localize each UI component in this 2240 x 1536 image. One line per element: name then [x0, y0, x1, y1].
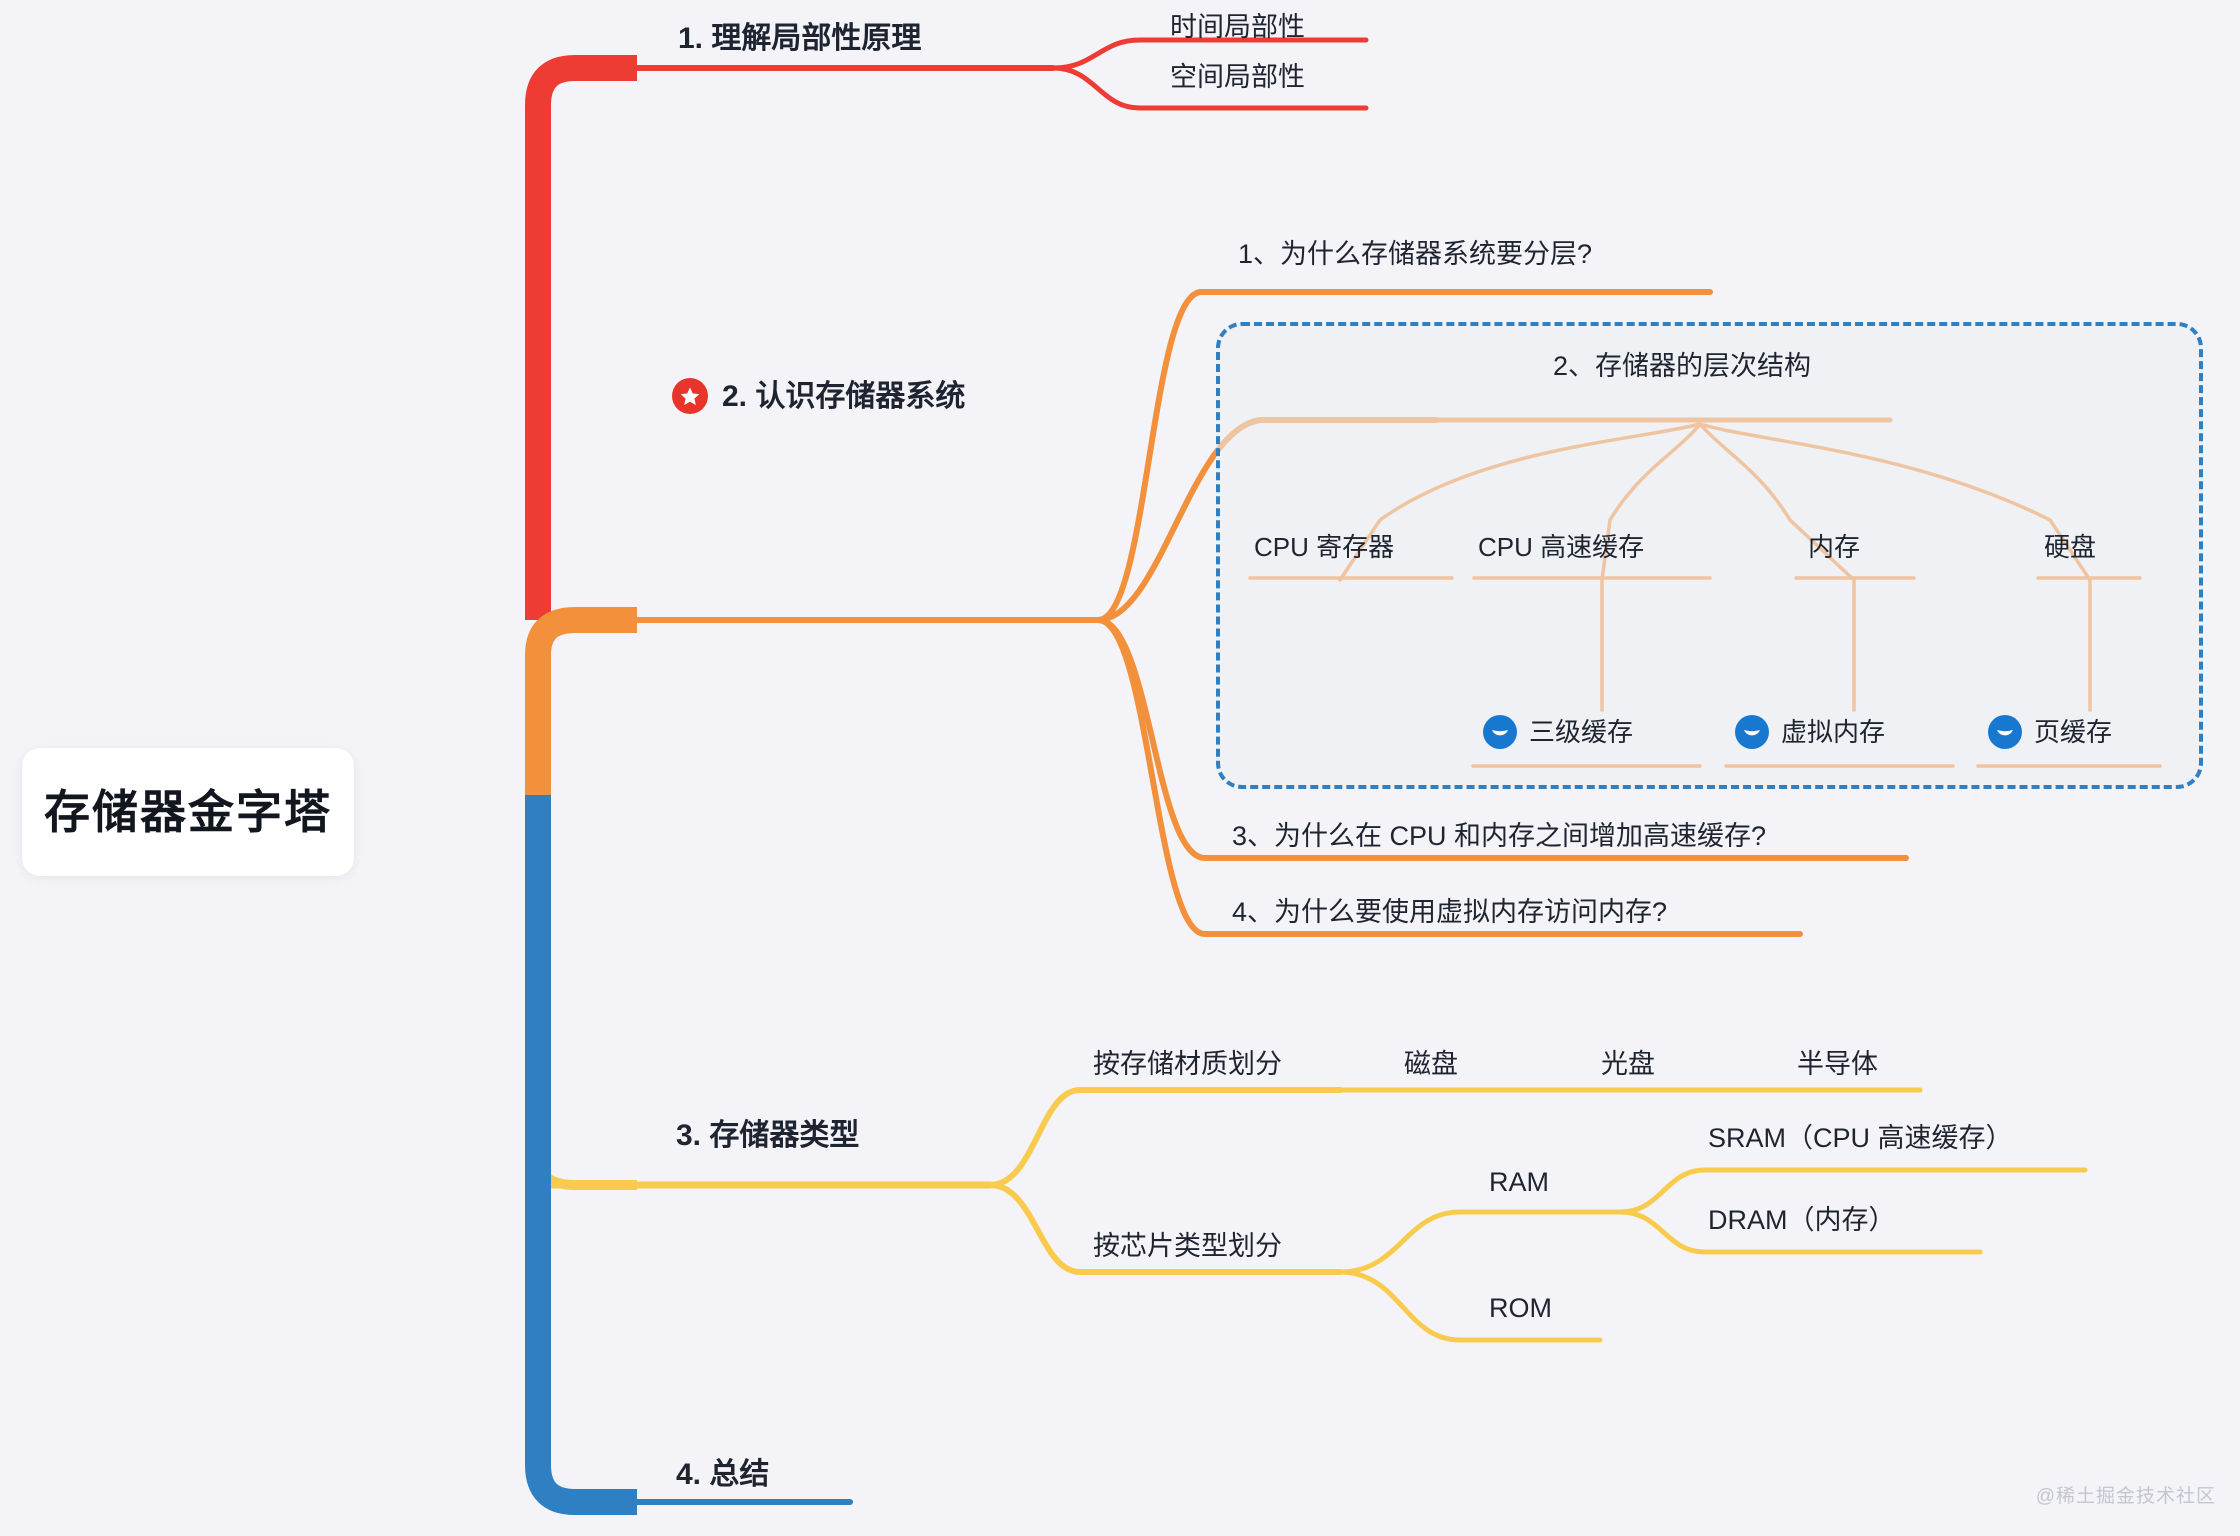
node-by-chip-type-label: 按芯片类型划分	[1093, 1231, 1282, 1261]
node-question-4[interactable]: 4、为什么要使用虚拟内存访问内存?	[1232, 897, 1668, 928]
root-node[interactable]: 存储器金字塔	[22, 748, 354, 876]
node-hierarchy-title-label: 2、存储器的层次结构	[1553, 351, 1812, 381]
wire-romchip	[1337, 1269, 1603, 1343]
node-by-material-label: 按存储材质划分	[1093, 1049, 1282, 1079]
node-cpu-register[interactable]: CPU 寄存器	[1254, 533, 1394, 562]
node-temporal-locality-label: 时间局部性	[1170, 12, 1305, 42]
hierarchy-group-box	[1216, 322, 2203, 789]
node-question-4-label: 4、为什么要使用虚拟内存访问内存?	[1232, 897, 1668, 927]
node-magnetic-disk-label: 磁盘	[1404, 1049, 1458, 1079]
node-virtual-memory-label: 虚拟内存	[1781, 716, 1886, 747]
node-ram-label: RAM	[1489, 1167, 1549, 1197]
branch-memory-types[interactable]: 3. 存储器类型	[676, 1119, 859, 1152]
node-optical-disc[interactable]: 光盘	[1601, 1049, 1655, 1080]
node-optical-disc-label: 光盘	[1601, 1049, 1655, 1079]
branch-summary[interactable]: 4. 总结	[676, 1458, 769, 1491]
node-virtual-memory[interactable]: 虚拟内存	[1735, 715, 1885, 749]
node-semiconductor[interactable]: 半导体	[1797, 1049, 1878, 1080]
node-sram-label: SRAM（CPU 高速缓存）	[1708, 1123, 2013, 1153]
node-l3-cache-label: 三级缓存	[1529, 716, 1634, 747]
node-cpu-register-label: CPU 寄存器	[1254, 532, 1395, 562]
node-ram[interactable]: RAM	[1489, 1167, 1549, 1198]
branch-memory-system-label: 2. 认识存储器系统	[722, 379, 966, 413]
node-temporal-locality[interactable]: 时间局部性	[1170, 12, 1305, 43]
node-page-cache-label: 页缓存	[2034, 716, 2113, 747]
branch-locality[interactable]: 1. 理解局部性原理	[678, 22, 921, 55]
branch-summary-label: 4. 总结	[676, 1458, 770, 1491]
branch-memory-types-label: 3. 存储器类型	[676, 1119, 860, 1152]
wire-by-material	[987, 1087, 1343, 1188]
node-question-1[interactable]: 1、为什么存储器系统要分层?	[1238, 239, 1593, 270]
node-main-memory[interactable]: 内存	[1808, 533, 1860, 562]
star-icon	[672, 378, 708, 414]
node-semiconductor-label: 半导体	[1797, 1049, 1878, 1079]
node-question-1-label: 1、为什么存储器系统要分层?	[1238, 239, 1593, 269]
node-spatial-locality-label: 空间局部性	[1170, 62, 1305, 92]
bird-icon	[1483, 715, 1517, 749]
node-rom[interactable]: ROM	[1489, 1293, 1552, 1324]
trunk-yellow	[533, 1154, 637, 1190]
node-cpu-cache[interactable]: CPU 高速缓存	[1478, 533, 1644, 562]
trunk-red	[525, 55, 637, 620]
watermark: @稀土掘金技术社区	[2035, 1486, 2216, 1507]
trunk-blue	[525, 795, 637, 1515]
bird-icon	[1735, 715, 1769, 749]
branch-memory-system[interactable]: 2. 认识存储器系统	[672, 378, 965, 414]
node-rom-label: ROM	[1489, 1293, 1552, 1323]
root-label: 存储器金字塔	[44, 785, 332, 838]
node-by-chip-type[interactable]: 按芯片类型划分	[1093, 1231, 1282, 1262]
node-spatial-locality[interactable]: 空间局部性	[1170, 62, 1305, 93]
node-question-3-label: 3、为什么在 CPU 和内存之间增加高速缓存?	[1232, 821, 1767, 851]
wire-ramchip	[1337, 1209, 1623, 1275]
node-by-material[interactable]: 按存储材质划分	[1093, 1049, 1282, 1080]
node-hard-disk[interactable]: 硬盘	[2044, 533, 2096, 562]
node-hierarchy-title[interactable]: 2、存储器的层次结构	[1553, 351, 1812, 382]
node-page-cache[interactable]: 页缓存	[1988, 715, 2112, 749]
node-l3-cache[interactable]: 三级缓存	[1483, 715, 1633, 749]
node-dram-label: DRAM（内存）	[1708, 1205, 1896, 1235]
node-question-3[interactable]: 3、为什么在 CPU 和内存之间增加高速缓存?	[1232, 821, 1767, 852]
trunk-orange	[525, 607, 637, 795]
bird-icon	[1988, 715, 2022, 749]
node-sram[interactable]: SRAM（CPU 高速缓存）	[1708, 1123, 2013, 1154]
node-main-memory-label: 内存	[1808, 532, 1861, 562]
node-dram[interactable]: DRAM（内存）	[1708, 1205, 1896, 1236]
node-magnetic-disk[interactable]: 磁盘	[1404, 1049, 1458, 1080]
branch-locality-label: 1. 理解局部性原理	[678, 22, 922, 55]
node-cpu-cache-label: CPU 高速缓存	[1478, 532, 1645, 562]
node-hard-disk-label: 硬盘	[2044, 532, 2097, 562]
